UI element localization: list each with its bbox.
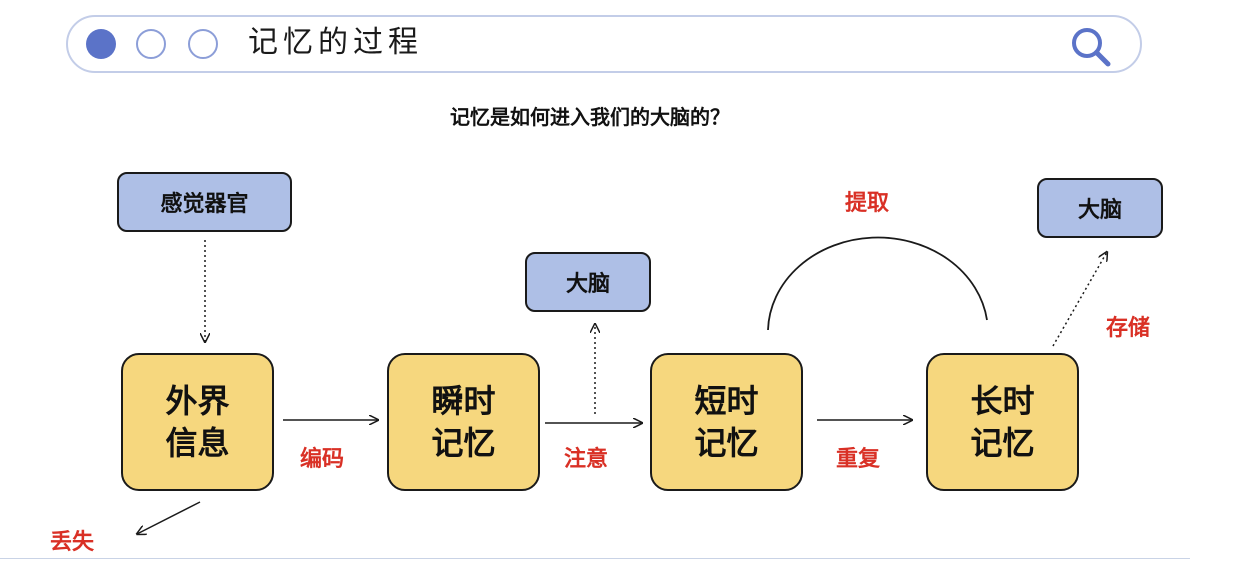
node-label-line: 记忆: [431, 424, 496, 462]
arrow-loss: [137, 501, 201, 534]
sense-organ-box: 感觉器官: [117, 172, 292, 232]
node-label-line: 外界: [165, 382, 230, 420]
node-label-line: 记忆: [970, 424, 1035, 462]
sensory-memory-box: 瞬时 记忆: [387, 353, 540, 491]
storage-label: 存储: [1106, 316, 1151, 341]
subtitle: 记忆是如何进入我们的大脑的？: [450, 105, 730, 129]
retrieval-arc: [767, 236, 988, 331]
filled-circle-icon: [86, 29, 116, 59]
node-label-line: 信息: [165, 424, 230, 462]
header-bar: 记忆的过程: [66, 15, 1142, 73]
node-label-line: 记忆: [694, 424, 759, 462]
repetition-label: 重复: [836, 447, 881, 472]
dotted-arrow-to-brain-2: [1052, 252, 1107, 347]
loss-label: 丢失: [50, 530, 95, 555]
attention-label: 注意: [564, 447, 609, 472]
node-label-line: 短时: [694, 382, 759, 420]
empty-circle-icon: [188, 29, 218, 59]
divider: [0, 558, 1190, 559]
node-label-line: 瞬时: [431, 382, 496, 420]
encoding-label: 编码: [300, 447, 345, 472]
node-label-line: 长时: [970, 382, 1035, 420]
retrieval-label: 提取: [845, 191, 890, 216]
short-term-memory-box: 短时 记忆: [650, 353, 803, 491]
long-term-memory-box: 长时 记忆: [926, 353, 1079, 491]
search-icon[interactable]: [1068, 25, 1114, 69]
brain-box: 大脑: [525, 252, 651, 312]
external-info-box: 外界 信息: [121, 353, 274, 491]
page-title: 记忆的过程: [248, 25, 423, 60]
brain-box: 大脑: [1037, 178, 1163, 238]
empty-circle-icon: [136, 29, 166, 59]
